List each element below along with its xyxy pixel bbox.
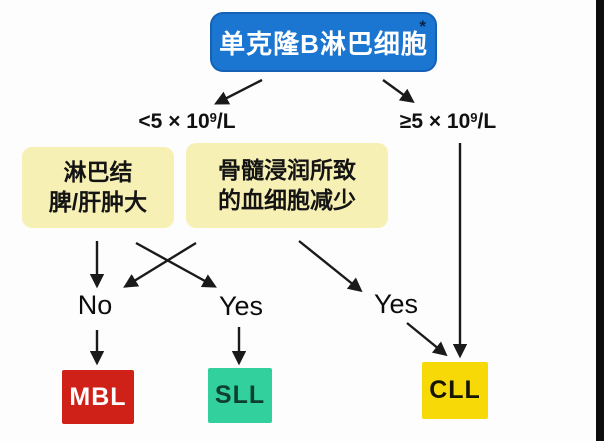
branch-left-suffix: /L	[216, 110, 236, 133]
branch-right-prefix: ≥5 × 10	[399, 110, 471, 133]
decision-no: No	[77, 290, 113, 320]
arrow-marrow-to-no	[123, 241, 197, 288]
node-monoclonal-b-lymphocyte-label: 单克隆B淋巴细胞	[219, 28, 428, 59]
outcome-sll: SLL	[208, 368, 272, 423]
condition-marrow-cytopenia: 骨髓浸润所致 的血细胞减少	[186, 143, 388, 228]
condition-lymphadenopathy-line2: 脾/肝肿大	[48, 188, 148, 215]
outcome-cll: CLL	[422, 362, 488, 419]
decision-yes-right: Yes	[373, 289, 419, 319]
condition-marrow-cytopenia-line2: 的血细胞减少	[218, 186, 356, 213]
branch-right-suffix: /L	[477, 110, 497, 133]
node-monoclonal-b-lymphocyte: 单克隆B淋巴细胞 *	[210, 12, 437, 72]
decision-yes-left: Yes	[218, 291, 264, 321]
condition-lymphadenopathy: 淋巴结 脾/肝肿大	[22, 147, 174, 228]
condition-lymphadenopathy-line1: 淋巴结	[63, 158, 133, 185]
image-right-edge-bar	[596, 0, 604, 441]
arrow-root-to-left-branch	[214, 78, 263, 105]
arrow-root-to-right-branch	[382, 79, 415, 103]
arrow-marrow-to-yes	[298, 240, 363, 293]
branch-right-exponent: 9	[470, 110, 478, 125]
condition-marrow-cytopenia-line1: 骨髓浸润所致	[218, 156, 356, 183]
arrow-yes-to-cll	[406, 322, 448, 357]
arrow-lymph-to-yes	[135, 241, 217, 288]
branch-left-exponent: 9	[209, 110, 217, 125]
footnote-asterisk: *	[419, 17, 427, 36]
outcome-mbl: MBL	[62, 370, 134, 424]
branch-left-prefix: <5 × 10	[138, 110, 210, 133]
